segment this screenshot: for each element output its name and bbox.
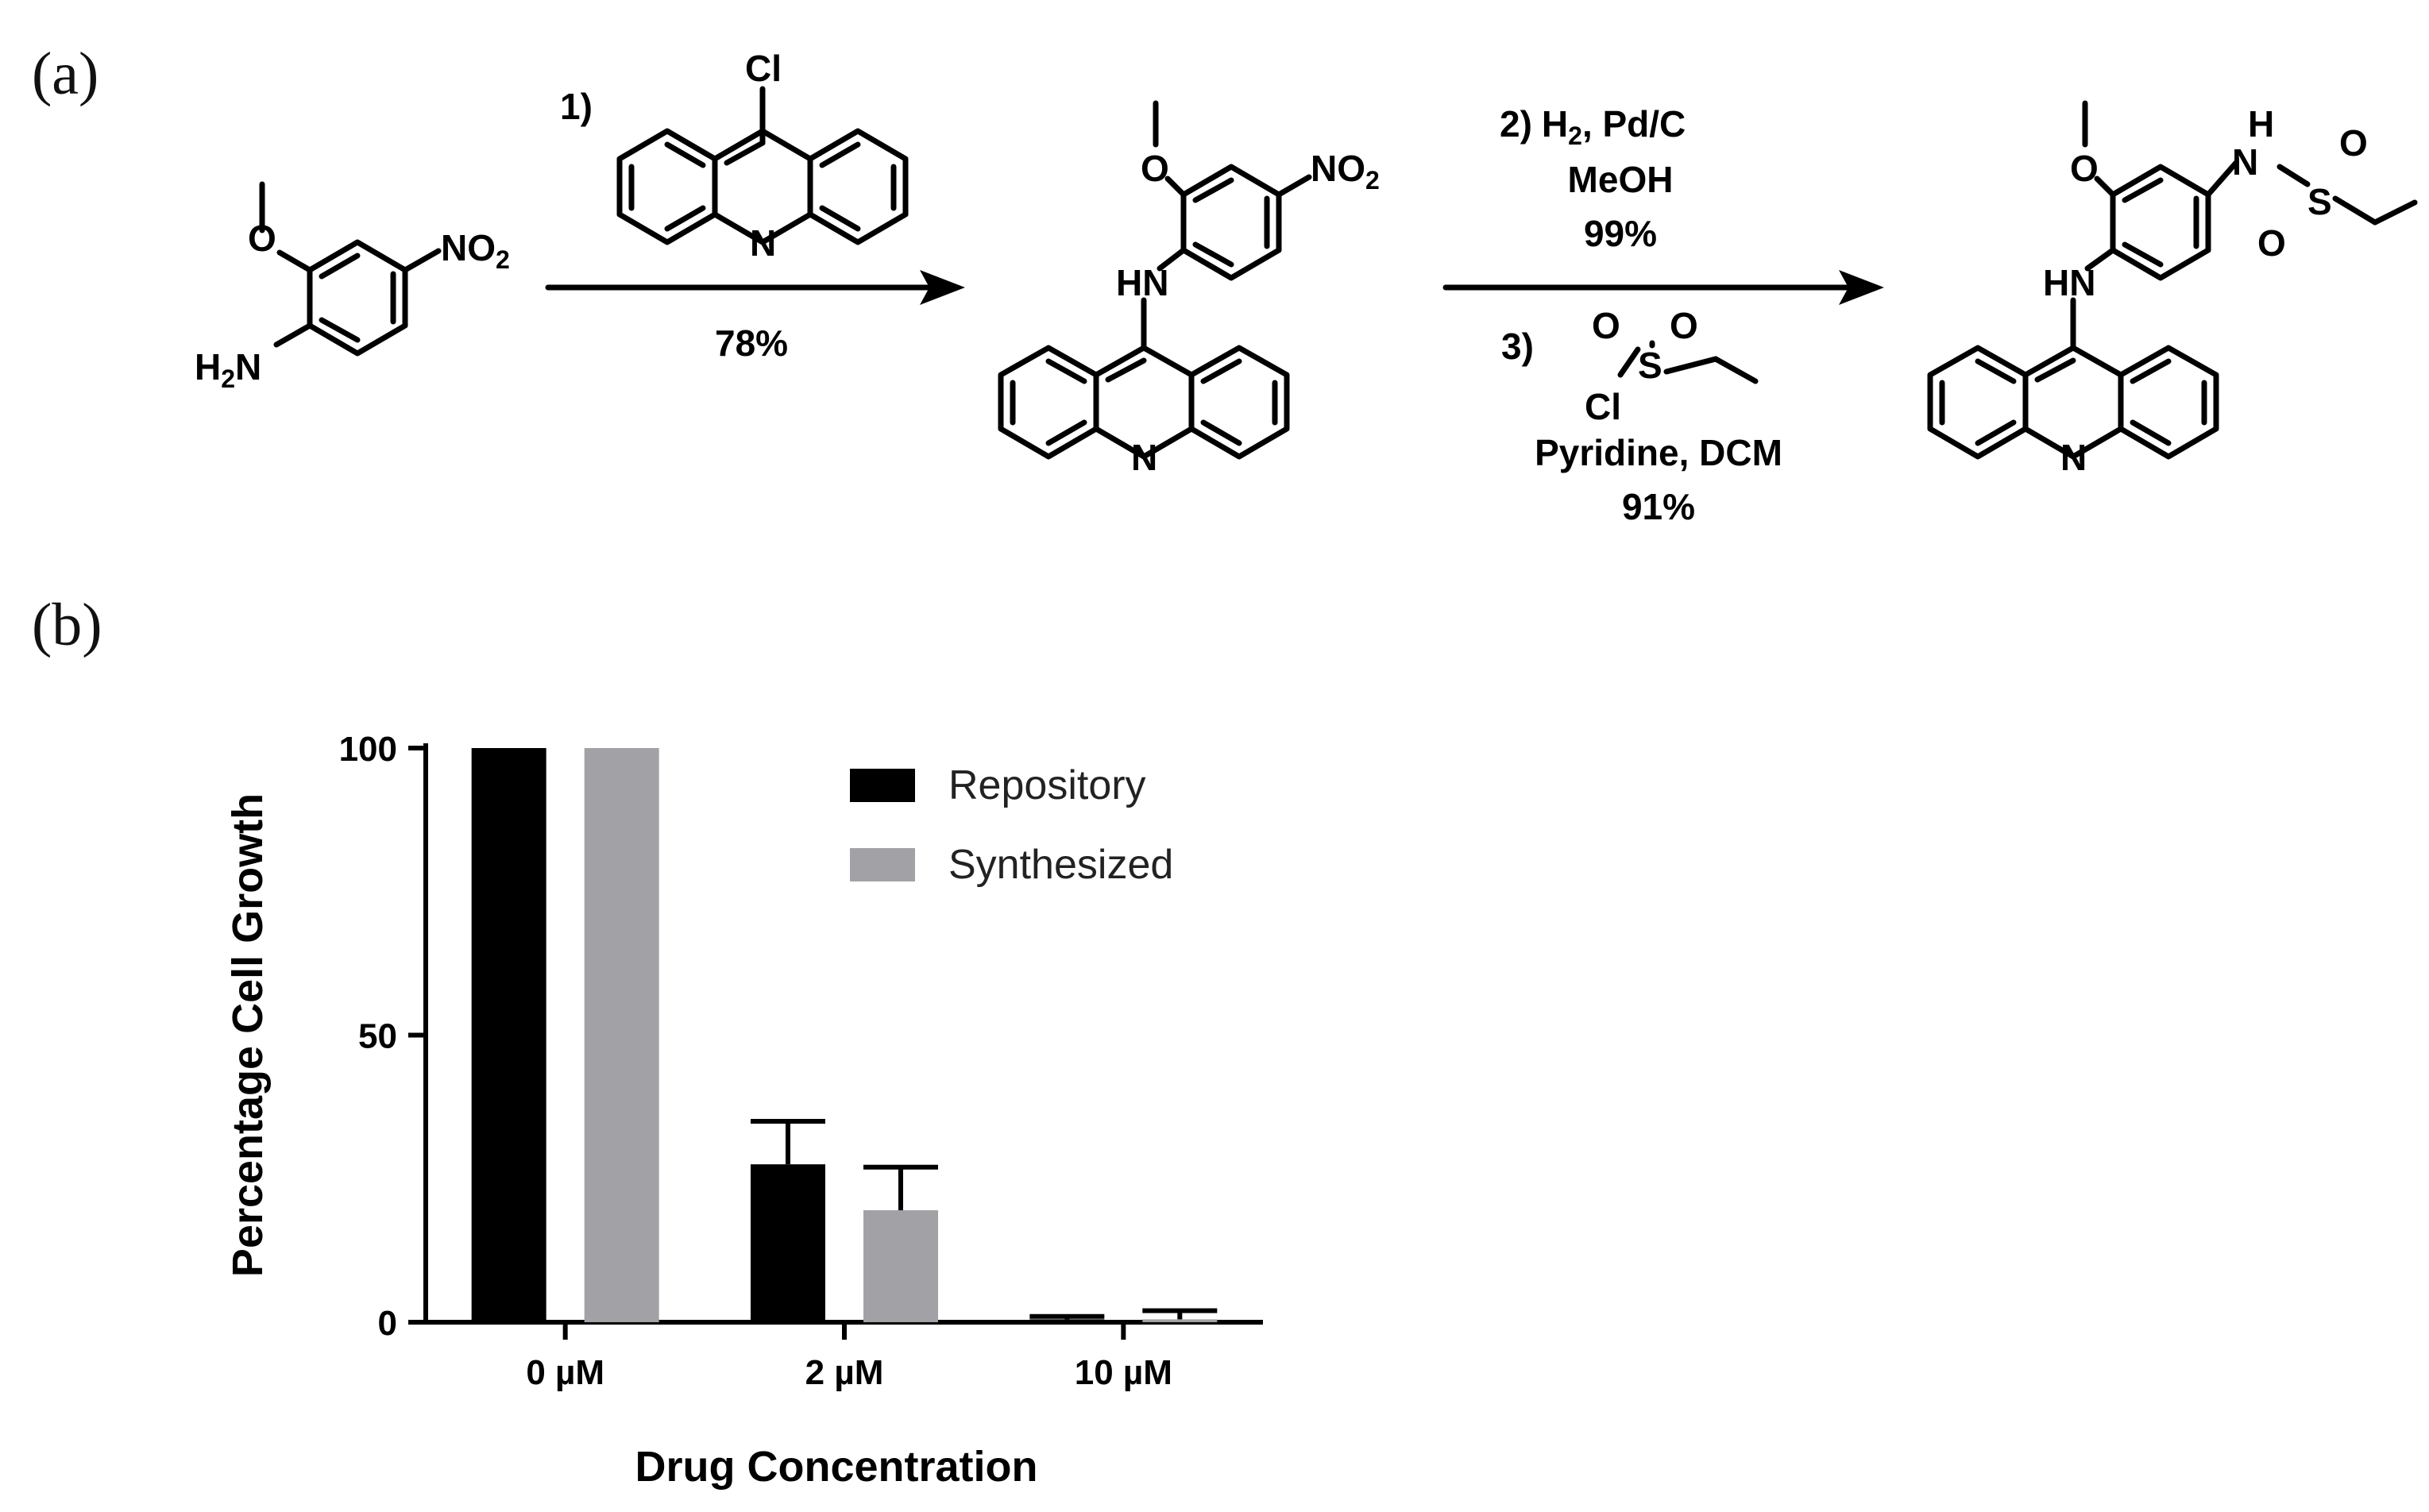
reagent1-nitrogen: N <box>750 222 776 264</box>
int-ring-nitrogen: N <box>1131 437 1157 478</box>
yield-step1: 78% <box>715 322 788 364</box>
legend-label: Repository <box>948 762 1146 808</box>
x-tick-label: 10 µM <box>1075 1353 1172 1392</box>
sulfonyl-oxygen-left: O <box>1592 305 1620 346</box>
prod-ring-nitrogen: N <box>2060 437 2087 478</box>
ethanesulfonyl-chloride-structure <box>1617 340 1759 384</box>
product-structure <box>1927 100 2418 460</box>
bar <box>471 748 546 1322</box>
sm-amine: H2N <box>195 346 261 393</box>
y-tick-label: 0 <box>378 1304 397 1343</box>
step3-yield: 91% <box>1622 486 1695 527</box>
bar <box>584 748 659 1322</box>
step2-solvent: MeOH <box>1568 159 1674 200</box>
prod-hn: HN <box>2043 262 2095 303</box>
step2-reagent: 2)H2, Pd/C <box>1500 103 1686 150</box>
prod-sulfonamide-n: N <box>2232 141 2258 183</box>
arrowhead-step1 <box>920 270 965 305</box>
prod-sulfonamide-h: H <box>2248 103 2274 145</box>
prod-oxygen: O <box>2070 148 2099 189</box>
arrowhead-step2 <box>1839 270 1884 305</box>
bar <box>863 1210 938 1322</box>
bar-chart: (b) 0 50 100 0 µM 2 µM 10 µM Drug Concentratio… <box>32 592 1263 1491</box>
legend-swatch <box>850 848 915 881</box>
y-tick-label: 50 <box>358 1017 397 1056</box>
y-tick-label: 100 <box>339 730 397 769</box>
sulfonyl-chlorine: Cl <box>1585 386 1621 427</box>
x-axis-title: Drug Concentration <box>635 1443 1038 1491</box>
legend-swatch <box>850 769 915 802</box>
prod-sulfur: S <box>2307 181 2332 222</box>
reagent1-chlorine: Cl <box>745 48 782 89</box>
reagent1-step-label: 1) <box>560 86 593 127</box>
chart-plot-area: 0 50 100 0 µM 2 µM 10 µM Drug Concentration Per… <box>224 730 1263 1491</box>
y-axis-title: Percentage Cell Growth <box>224 793 272 1277</box>
x-tick-label: 2 µM <box>805 1353 884 1392</box>
int-nitro: NO2 <box>1311 148 1380 195</box>
sulfonyl-sulfur: S <box>1638 345 1662 386</box>
step3-conditions: Pyridine, DCM <box>1535 432 1782 473</box>
intermediate-structure <box>998 100 1312 460</box>
prod-sulfonyl-oxygen-bottom: O <box>2257 222 2286 264</box>
panel-label-a: (a) <box>32 40 98 107</box>
legend-label: Synthesized <box>948 842 1173 888</box>
int-oxygen: O <box>1141 148 1169 189</box>
panel-label-b: (b) <box>32 592 102 658</box>
starting-material-structure <box>259 181 442 357</box>
step2-yield: 99% <box>1584 213 1657 254</box>
step3-label: 3) <box>1501 326 1534 367</box>
x-tick-label: 0 µM <box>526 1353 604 1392</box>
int-hn: HN <box>1116 262 1168 303</box>
reaction-scheme: (a) <box>32 40 2418 527</box>
bar <box>1029 1319 1105 1322</box>
sm-nitro: NO2 <box>441 227 510 274</box>
bar <box>1142 1319 1218 1322</box>
chloroacridine-structure <box>616 86 909 245</box>
sulfonyl-oxygen-right: O <box>1670 305 1698 346</box>
bar <box>751 1164 825 1322</box>
sm-oxygen: O <box>248 218 276 259</box>
prod-sulfonyl-oxygen-top: O <box>2339 122 2368 164</box>
